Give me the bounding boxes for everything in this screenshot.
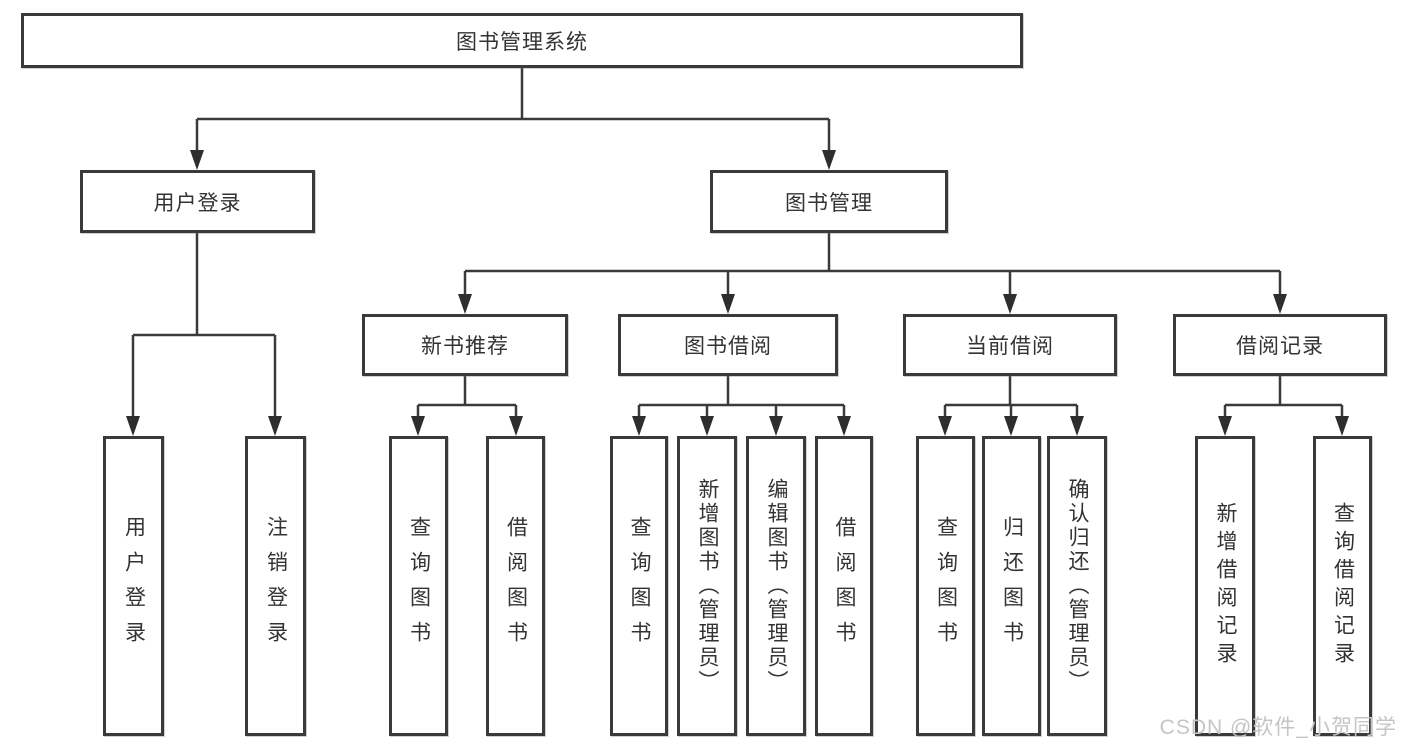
arrowhead-icons <box>126 150 1349 436</box>
leaf-label: 注销登录 <box>264 516 288 656</box>
leaf-add-books-admin: 新增图书（管理员） <box>677 436 737 736</box>
leaf-confirm-return-admin: 确认归还（管理员） <box>1047 436 1107 736</box>
leaf-label: 查询图书 <box>407 516 431 656</box>
node-book-borrow: 图书借阅 <box>618 314 838 376</box>
root-node-library-system: 图书管理系统 <box>21 13 1023 68</box>
node-new-book-recommend: 新书推荐 <box>362 314 568 376</box>
leaf-label: 归还图书 <box>1000 516 1024 656</box>
leaf-query-borrow-record: 查询借阅记录 <box>1313 436 1372 736</box>
csdn-watermark: CSDN @软件_小贺同学 <box>1159 716 1397 739</box>
leaf-logout: 注销登录 <box>245 436 306 736</box>
leaf-label: 新增图书（管理员） <box>696 478 719 694</box>
leaf-return-books: 归还图书 <box>982 436 1041 736</box>
leaf-label: 借阅图书 <box>504 516 528 656</box>
node-borrow-records: 借阅记录 <box>1173 314 1387 376</box>
leaf-edit-books-admin: 编辑图书（管理员） <box>746 436 806 736</box>
leaf-label: 查询借阅记录 <box>1331 502 1355 670</box>
leaf-borrow-books-newbooks: 借阅图书 <box>486 436 545 736</box>
leaf-label: 新增借阅记录 <box>1214 502 1237 670</box>
leaf-borrow-books-borrow: 借阅图书 <box>815 436 873 736</box>
leaf-label: 用户登录 <box>122 516 146 656</box>
leaf-query-books-borrow: 查询图书 <box>610 436 668 736</box>
leaf-add-borrow-record: 新增借阅记录 <box>1195 436 1255 736</box>
node-user-login: 用户登录 <box>80 170 315 233</box>
leaf-label: 编辑图书（管理员） <box>765 478 788 694</box>
leaf-label: 查询图书 <box>934 516 958 656</box>
leaf-query-books-current: 查询图书 <box>916 436 975 736</box>
node-book-management: 图书管理 <box>710 170 948 233</box>
node-current-borrow: 当前借阅 <box>903 314 1117 376</box>
leaf-label: 查询图书 <box>628 516 651 656</box>
leaf-query-books-newbooks: 查询图书 <box>389 436 448 736</box>
leaf-label: 确认归还（管理员） <box>1066 478 1089 694</box>
leaf-user-login: 用户登录 <box>103 436 164 736</box>
leaf-label: 借阅图书 <box>833 516 856 656</box>
